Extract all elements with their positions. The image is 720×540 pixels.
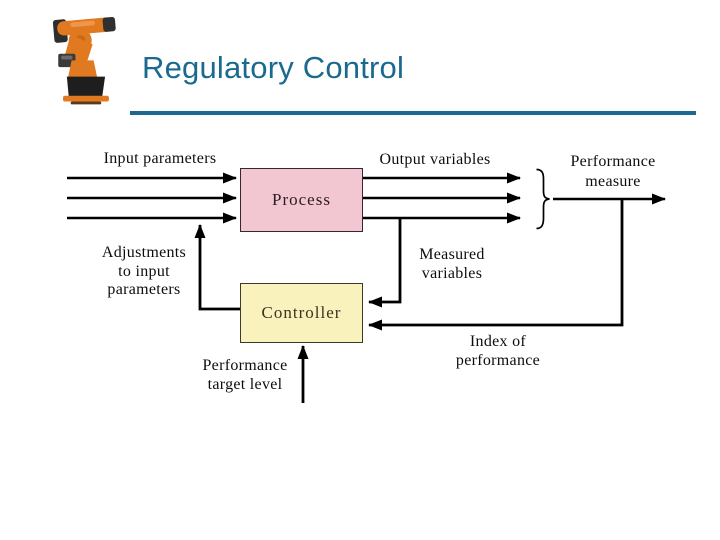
- robot-arm-icon: [52, 16, 116, 105]
- adjustments-feedback-line: [194, 224, 240, 311]
- output-variables-label: Output variables: [379, 151, 491, 168]
- measured-variables-line-1: Measured: [419, 246, 485, 263]
- performance-measure-line-1: Performance: [570, 153, 656, 170]
- adjustments-line-2: to input: [118, 262, 170, 280]
- title-underline-rule: [130, 111, 696, 115]
- performance-measure-label: Performance measure: [551, 152, 675, 192]
- measured-variables-line-2: variables: [421, 264, 483, 282]
- adjustments-line-1: Adjustments: [101, 244, 187, 261]
- measured-variables-label: Measured variables: [403, 246, 501, 283]
- adjustments-label: Adjustments to input parameters: [83, 244, 205, 300]
- controller-box: Controller: [240, 283, 363, 343]
- index-of-performance-feedback-line: [368, 199, 624, 331]
- performance-measure-line-2: measure: [585, 173, 641, 190]
- output-brace: [536, 168, 550, 230]
- index-of-performance-line-2: performance: [455, 351, 541, 369]
- performance-target-line-1: Performance: [202, 357, 288, 374]
- performance-target-label: Performance target level: [183, 357, 307, 394]
- index-of-performance-label: Index of performance: [436, 333, 560, 370]
- input-parameters-label: Input parameters: [103, 150, 217, 167]
- index-of-performance-line-1: Index of: [469, 333, 527, 350]
- process-box-label: Process: [272, 190, 331, 209]
- controller-box-label: Controller: [261, 303, 342, 322]
- process-box: Process: [240, 168, 363, 232]
- adjustments-line-3: parameters: [107, 281, 181, 298]
- measured-variables-feedback-line: [368, 218, 402, 308]
- performance-target-line-2: target level: [207, 375, 283, 393]
- slide-title: Regulatory Control: [142, 50, 405, 85]
